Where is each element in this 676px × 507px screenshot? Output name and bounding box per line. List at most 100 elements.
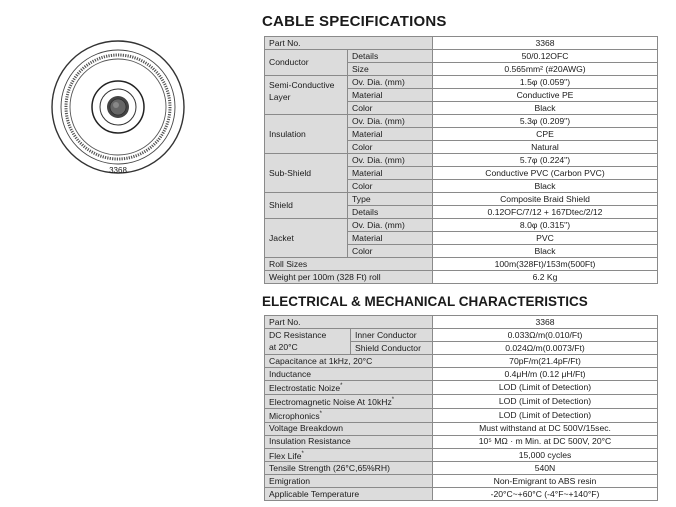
flex-life-label: Flex Life* (264, 447, 433, 463)
insulation-dia-value: 5.3φ (0.209") (432, 114, 658, 128)
shield-type-label: Type (347, 192, 433, 206)
voltage-breakdown-label: Voltage Breakdown (264, 421, 433, 436)
capacitance-label: Capacitance at 1kHz, 20°C (264, 354, 433, 368)
shield-conductor-label: Shield Conductor (350, 341, 433, 355)
table-row: Capacitance at 1kHz, 20°C 70pF/m(21.4pF/… (264, 354, 658, 368)
electrostatic-noise-label: Electrostatic Noize* (264, 380, 433, 395)
electrostatic-noise-label-text: Electrostatic Noize (269, 382, 341, 393)
table-row: Size 0.565mm² (#20AWG) (265, 62, 658, 76)
table-row: Insulation Ov. Dia. (mm) 5.3φ (0.209") (264, 114, 658, 154)
semi-dia-label: Ov. Dia. (mm) (347, 75, 433, 89)
dc-resistance-label: DC Resistance (264, 328, 351, 342)
table-row: Part No. 3368 (264, 315, 658, 329)
sub-shield-dia-value: 5.7φ (0.224") (432, 153, 658, 167)
insulation-label: Insulation (264, 114, 348, 154)
jacket-dia-value: 8.0φ (0.315") (432, 218, 658, 232)
insulation-resistance-label: Insulation Resistance (264, 434, 433, 449)
semi-conductive-label-line2: Layer (269, 92, 291, 102)
table-row: Sub-Shield Ov. Dia. (mm) 5.7φ (0.224") (264, 153, 658, 193)
table-row: at 20°C Shield Conductor 0.024Ω/m(0.0073… (264, 341, 658, 355)
shield-conductor-value: 0.024Ω/m(0.0073/Ft) (432, 341, 658, 355)
applicable-temperature-value: -20°C~+60°C (-4°F~+140°F) (432, 487, 658, 502)
semi-dia-value: 1.5φ (0.059") (432, 75, 658, 89)
shield-details-value: 0.12OFC/7/12 + 167Dtec/2/12 (432, 205, 658, 219)
asterisk-mark: * (340, 383, 343, 389)
jacket-label: Jacket (264, 218, 348, 258)
microphonics-value: LOD (Limit of Detection) (432, 407, 658, 423)
table-row: Tensile Strength (26°C,65%RH) 540N (264, 461, 658, 476)
table-row: Emigration Non-Emigrant to ABS resin (264, 474, 658, 489)
insulation-material-label: Material (347, 127, 433, 141)
table-row: Material Conductive PE (265, 88, 658, 102)
cable-cross-section-diagram (51, 40, 185, 174)
weight-label: Weight per 100m (328 Ft) roll (264, 270, 433, 284)
table-row: Jacket Ov. Dia. (mm) 8.0φ (0.315") (264, 218, 658, 258)
conductor-size-label: Size (347, 62, 433, 76)
insulation-color-label: Color (347, 140, 433, 154)
insulation-resistance-value: 10⁵ MΩ · m Min. at DC 500V, 20°C (432, 434, 658, 449)
table-row: Color Black (265, 101, 658, 115)
tensile-strength-value: 540N (432, 461, 658, 476)
table-row: Weight per 100m (328 Ft) roll 6.2 Kg (264, 270, 658, 284)
jacket-color-value: Black (432, 244, 658, 258)
part-no-value: 3368 (432, 315, 658, 329)
asterisk-mark: * (301, 450, 304, 457)
applicable-temperature-label: Applicable Temperature (264, 487, 433, 502)
emigration-label: Emigration (264, 474, 433, 489)
sub-shield-color-label: Color (347, 179, 433, 193)
electrical-characteristics-title: ELECTRICAL & MECHANICAL CHARACTERISTICS (262, 294, 588, 309)
semi-material-label: Material (347, 88, 433, 102)
semi-color-value: Black (432, 101, 658, 115)
cable-specifications-table: Part No. 3368 Conductor Details 50/0.12O… (264, 36, 658, 284)
dc-resistance-temp-label: at 20°C (264, 341, 351, 355)
table-row: Material CPE (265, 127, 658, 141)
table-row: Color Black (265, 244, 658, 258)
shield-type-value: Composite Braid Shield (432, 192, 658, 206)
table-row: Roll Sizes 100m(328Ft)/153m(500Ft) (264, 257, 658, 271)
conductor-size-value: 0.565mm² (#20AWG) (432, 62, 658, 76)
table-row: Insulation Resistance 10⁵ MΩ · m Min. at… (264, 434, 658, 449)
voltage-breakdown-value: Must withstand at DC 500V/15sec. (432, 421, 658, 436)
part-no-value: 3368 (432, 36, 658, 50)
shield-details-label: Details (347, 205, 433, 219)
sub-shield-material-label: Material (347, 166, 433, 180)
shield-label: Shield (264, 192, 348, 219)
table-row: Electrostatic Noize* LOD (Limit of Detec… (264, 380, 658, 395)
conductor-label: Conductor (264, 49, 348, 76)
insulation-dia-label: Ov. Dia. (mm) (347, 114, 433, 128)
microphonics-label: Microphonics* (264, 407, 433, 423)
table-row: Flex Life* 15,000 cycles (264, 447, 658, 463)
jacket-color-label: Color (347, 244, 433, 258)
inner-conductor-value: 0.033Ω/m(0.010/Ft) (432, 328, 658, 342)
insulation-color-value: Natural (432, 140, 658, 154)
emigration-value: Non-Emigrant to ABS resin (432, 474, 658, 489)
table-row: Voltage Breakdown Must withstand at DC 5… (264, 421, 658, 436)
semi-color-label: Color (347, 101, 433, 115)
sub-shield-label: Sub-Shield (264, 153, 348, 193)
asterisk-mark: * (319, 410, 322, 417)
roll-sizes-label: Roll Sizes (264, 257, 433, 271)
table-row: Conductor Details 50/0.12OFC (264, 49, 658, 76)
semi-material-value: Conductive PE (432, 88, 658, 102)
diagram-caption: 3368 (109, 166, 127, 175)
electromagnetic-noise-label: Electromagnetic Noise At 10kHz* (264, 393, 433, 409)
table-row: Microphonics* LOD (Limit of Detection) (264, 407, 658, 423)
semi-conductive-label: Semi-Conductive Layer (264, 75, 348, 115)
roll-sizes-value: 100m(328Ft)/153m(500Ft) (432, 257, 658, 271)
table-row: Details 0.12OFC/7/12 + 167Dtec/2/12 (265, 205, 658, 219)
tensile-strength-label: Tensile Strength (26°C,65%RH) (264, 461, 433, 476)
electromagnetic-noise-label-text: Electromagnetic Noise At 10kHz (269, 396, 392, 407)
table-row: Material Conductive PVC (Carbon PVC) (265, 166, 658, 180)
table-row: Part No. 3368 (264, 36, 658, 50)
conductor-details-value: 50/0.12OFC (432, 49, 658, 63)
jacket-material-value: PVC (432, 231, 658, 245)
table-row: Semi-Conductive Layer Ov. Dia. (mm) 1.5φ… (264, 75, 658, 115)
table-row: Electromagnetic Noise At 10kHz* LOD (Lim… (264, 393, 658, 409)
electromagnetic-noise-value: LOD (Limit of Detection) (432, 393, 658, 409)
weight-value: 6.2 Kg (432, 270, 658, 284)
sub-shield-material-value: Conductive PVC (Carbon PVC) (432, 166, 658, 180)
part-no-label: Part No. (264, 315, 433, 329)
jacket-material-label: Material (347, 231, 433, 245)
inductance-label: Inductance (264, 367, 433, 381)
table-row: Inductance 0.4μH/m (0.12 μH/Ft) (264, 367, 658, 381)
